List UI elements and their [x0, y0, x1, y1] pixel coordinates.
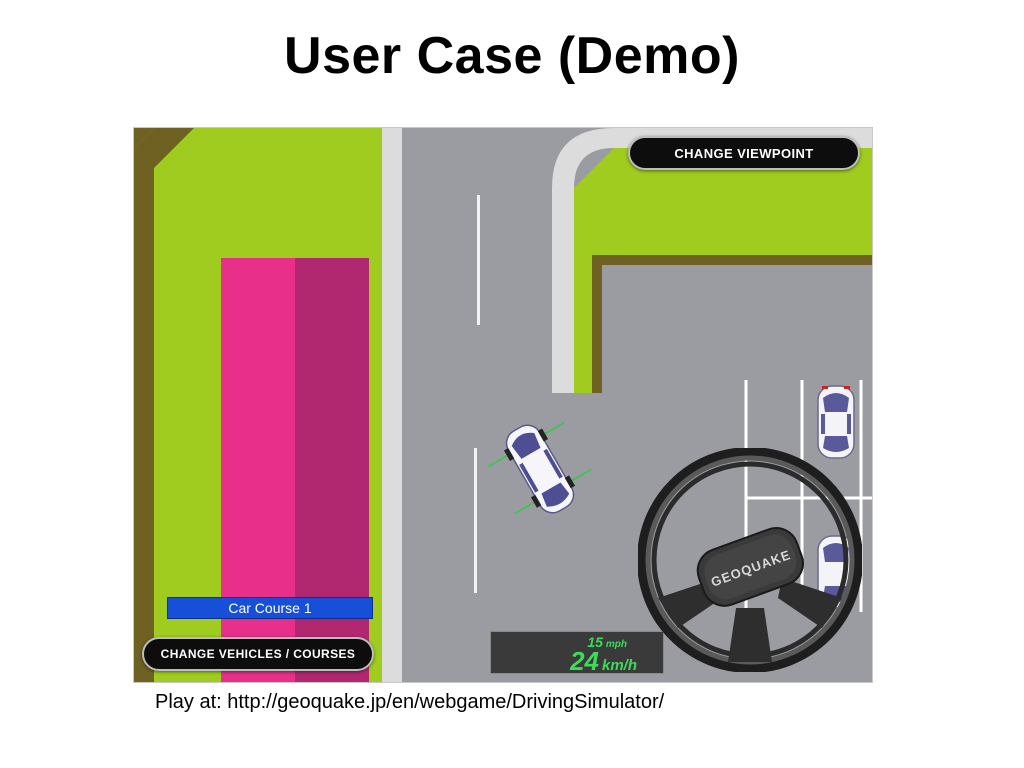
player-car-icon	[487, 422, 592, 515]
course-label: Car Course 1	[167, 597, 373, 619]
speed-kmh-value: 24	[570, 646, 599, 676]
speed-mph-value: 15	[587, 634, 603, 650]
speed-mph-unit: mph	[605, 639, 627, 650]
lane-mark-upper	[477, 195, 480, 325]
steering-wheel-icon[interactable]: GEOQUAKE	[638, 448, 862, 672]
speed-kmh-unit: km/h	[601, 657, 637, 674]
play-link-caption[interactable]: Play at: http://geoquake.jp/en/webgame/D…	[155, 691, 665, 713]
slide-title: User Case (Demo)	[284, 27, 740, 85]
right-grass-block	[552, 128, 872, 393]
game-viewport[interactable]: CHANGE VIEWPOINT Car Course 1 CHANGE VEH…	[134, 128, 872, 682]
lane-mark-lower	[474, 448, 477, 593]
change-vehicles-courses-button[interactable]: CHANGE VEHICLES / COURSES	[142, 637, 374, 671]
parked-car-icon	[817, 385, 855, 459]
change-viewpoint-button[interactable]: CHANGE VIEWPOINT	[628, 136, 860, 170]
left-sidewalk	[382, 128, 402, 682]
